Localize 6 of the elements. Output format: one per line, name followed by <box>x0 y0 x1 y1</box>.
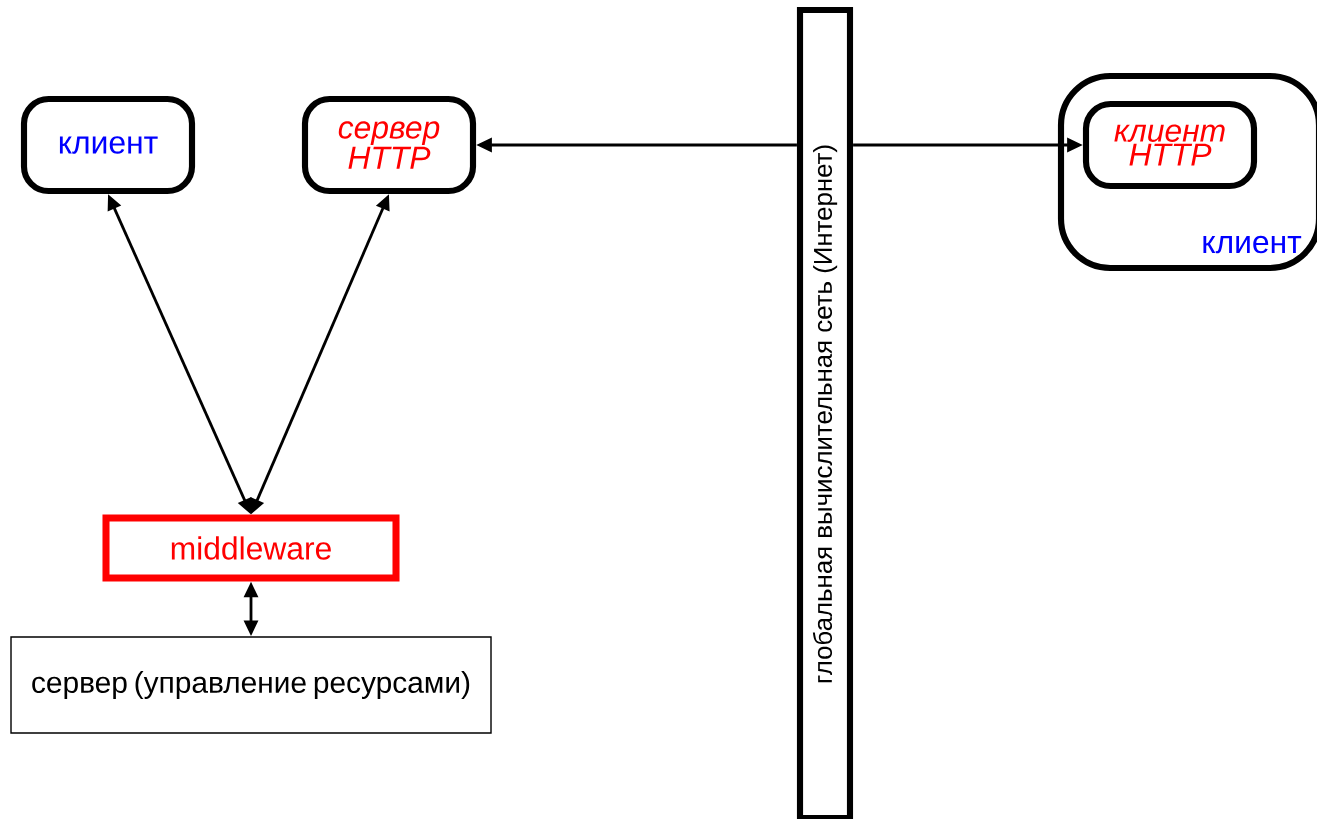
network-bar: глобальная вычислительная сеть (Интернет) <box>796 6 854 819</box>
http-client-box: клиент HTTP <box>1082 100 1258 190</box>
server-box: сервер HTTP <box>301 95 477 195</box>
client-box: клиент <box>20 95 196 195</box>
server-box: сервер (управление ресурсами) <box>10 636 492 734</box>
middleware-box: middleware <box>102 514 400 582</box>
